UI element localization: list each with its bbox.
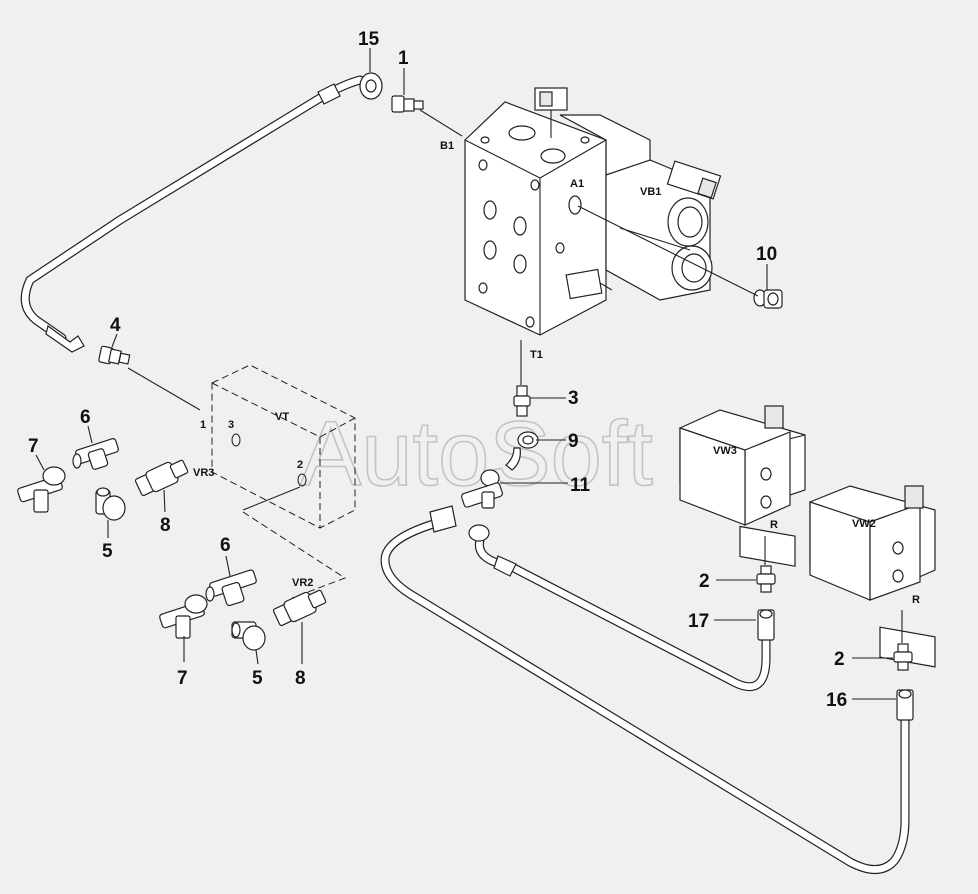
hose-17: [468, 524, 775, 692]
callout-5-lower: 5: [252, 668, 263, 689]
watermark: AutoSoft: [300, 403, 653, 505]
callout-8-lower: 8: [295, 668, 306, 689]
valve-fitting-8-upper: [134, 459, 189, 497]
vw3-label: VW3: [713, 445, 737, 457]
vw2-label: VW2: [852, 518, 876, 530]
callout-3: 3: [568, 388, 579, 409]
tee-fitting-6-lower: [205, 569, 257, 607]
callout-11: 11: [570, 475, 591, 496]
main-valve-block: [464, 87, 722, 336]
elbow-fitting-5-lower: [231, 621, 266, 651]
callout-7-lower: 7: [177, 668, 188, 689]
callout-15: 15: [358, 29, 380, 50]
hose-15: [20, 72, 383, 353]
callout-6-lower: 6: [220, 535, 231, 556]
elbow-fitting-7-lower: [159, 594, 208, 639]
callout-5-upper: 5: [102, 541, 113, 562]
fitting-2-vw2: [893, 643, 913, 671]
hose-16: [380, 505, 914, 874]
vt-port-2: 2: [297, 459, 303, 471]
vr2-label: VR2: [292, 577, 313, 589]
port-label-b1: B1: [440, 140, 454, 152]
callout-2-vw3: 2: [699, 571, 710, 592]
fitting-4: [98, 345, 131, 365]
elbow-fitting-5-upper: [95, 487, 126, 521]
elbow-fitting-7-upper: [17, 466, 66, 513]
fitting-10: [753, 289, 783, 309]
vw3-port-r: R: [770, 519, 778, 531]
vr3-label: VR3: [193, 467, 214, 479]
port-label-a1: A1: [570, 178, 584, 190]
port-label-vb1: VB1: [640, 186, 661, 198]
valve-fitting-8-lower: [272, 589, 327, 627]
callout-2-vw2: 2: [834, 649, 845, 670]
elbow-fitting-9: [505, 431, 539, 471]
callout-7-upper: 7: [28, 436, 39, 457]
callout-17: 17: [688, 611, 709, 632]
callout-8-upper: 8: [160, 515, 171, 536]
fitting-2-vw3: [756, 565, 776, 593]
callout-1: 1: [398, 48, 409, 69]
port-label-t1: T1: [530, 349, 543, 361]
callout-16: 16: [826, 690, 847, 711]
vt-port-3: 3: [228, 419, 234, 431]
fitting-1: [391, 95, 424, 113]
vt-block: [211, 364, 356, 529]
callout-9: 9: [568, 431, 579, 452]
vt-port-1: 1: [200, 419, 206, 431]
callout-10: 10: [756, 244, 777, 265]
vw2-valve: [809, 485, 936, 668]
vt-label: VT: [275, 411, 289, 423]
tee-fitting-6-upper: [72, 438, 119, 470]
fitting-3: [513, 385, 531, 417]
tee-fitting-11: [460, 469, 504, 509]
vw3-valve: [679, 405, 806, 567]
vw2-port-r: R: [912, 594, 920, 606]
callout-4: 4: [110, 315, 121, 336]
callout-6-upper: 6: [80, 407, 91, 428]
